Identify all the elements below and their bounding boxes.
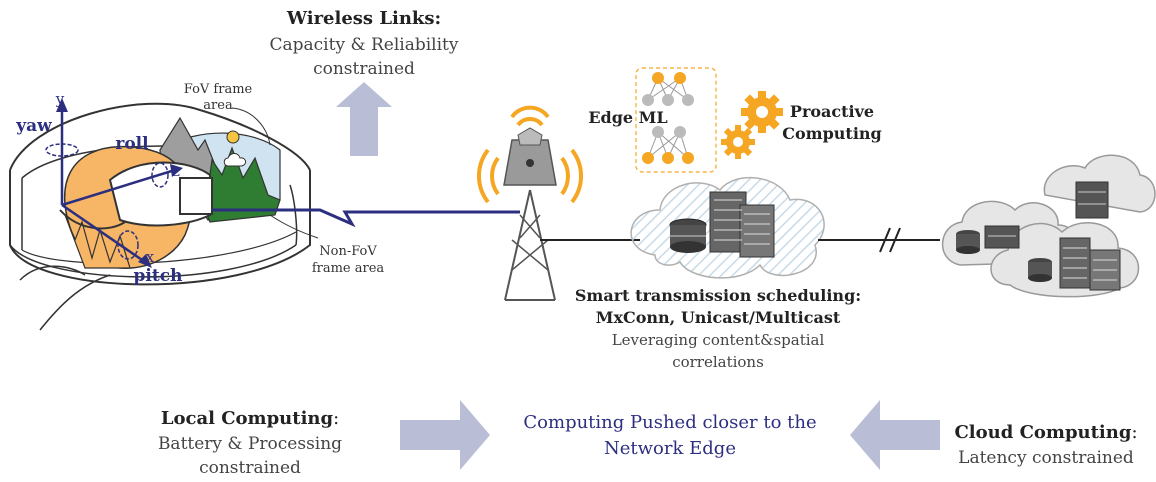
yaw-label: yaw — [16, 116, 52, 136]
cloud-title-text: Cloud Computing — [954, 422, 1132, 443]
edge-ml-label: Edge ML — [588, 108, 668, 127]
local-title-colon: : — [333, 408, 340, 429]
gears-icon — [721, 91, 783, 159]
cloud-computing-title: Cloud Computing: — [936, 422, 1156, 443]
local-line1: Battery & Processing — [157, 434, 343, 454]
fov-label-1: FoV frame — [183, 82, 253, 97]
proactive-label-2: Computing — [782, 124, 882, 143]
axis-z — [61, 168, 176, 207]
hmd-illustration — [9, 98, 319, 331]
local-line2: constrained — [199, 458, 301, 478]
scheduling-line3: Leveraging content&spatial — [611, 331, 825, 349]
local-computing-title: Local Computing: — [130, 408, 370, 429]
wireless-link-bolt — [212, 208, 520, 228]
cloud-title-colon: : — [1131, 422, 1138, 443]
cloud-datacenter-icon — [941, 154, 1156, 298]
roll-label: roll — [115, 134, 149, 154]
axis-z-label: z — [172, 162, 180, 180]
nonfov-label-2: frame area — [311, 261, 385, 276]
cloud-to-edge-arrow — [850, 400, 940, 470]
axis-x-label: x — [145, 248, 155, 266]
cell-tower-icon — [477, 105, 583, 301]
proactive-label-1: Proactive — [789, 102, 875, 121]
cloud-line1: Latency constrained — [958, 448, 1134, 468]
axis-y-label: y — [55, 90, 65, 108]
wireless-title: Wireless Links: — [286, 8, 442, 29]
scheduling-line1: Smart transmission scheduling: — [574, 286, 862, 305]
local-title-text: Local Computing — [160, 408, 334, 429]
mountain-green — [204, 146, 281, 223]
center-line1: Computing Pushed closer to the — [523, 412, 817, 433]
pitch-label: pitch — [133, 266, 183, 286]
center-line2: Network Edge — [604, 438, 736, 459]
sun-icon — [226, 130, 240, 144]
nonfov-label-1: Non-FoV — [319, 244, 377, 259]
edge-cloud — [630, 176, 825, 279]
local-to-edge-arrow — [400, 400, 490, 470]
fov-label-2: area — [203, 98, 233, 113]
wireless-up-arrow — [336, 82, 392, 156]
scheduling-line4: correlations — [672, 353, 764, 371]
axis-x — [61, 203, 146, 264]
scheduling-line2: MxConn, Unicast/Multicast — [595, 308, 841, 327]
edge-ml-network-icon — [635, 67, 717, 173]
wireless-line1: Capacity & Reliability — [269, 35, 459, 55]
wireless-line2: constrained — [313, 59, 415, 79]
